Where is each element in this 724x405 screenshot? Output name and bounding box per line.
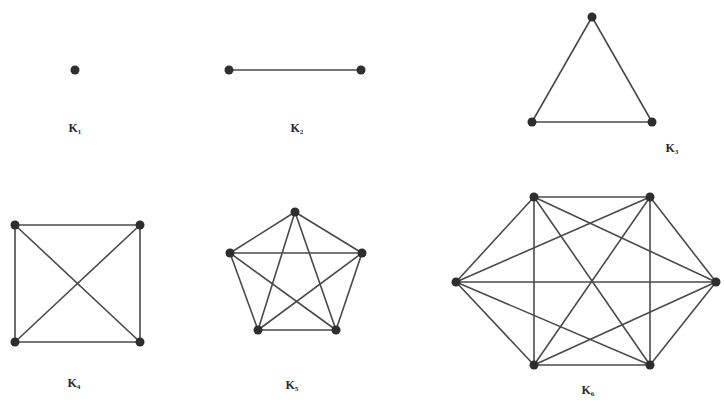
graph-edges [15,17,716,365]
graph-name: K₆ [582,383,595,398]
graph-vertices [11,13,721,370]
graph-name: K₁ [69,121,82,136]
graph-name: K₃ [666,141,679,156]
graph-name: K₅ [286,378,299,393]
graph-name: K₄ [68,376,81,391]
graph-name: K₂ [291,121,304,136]
